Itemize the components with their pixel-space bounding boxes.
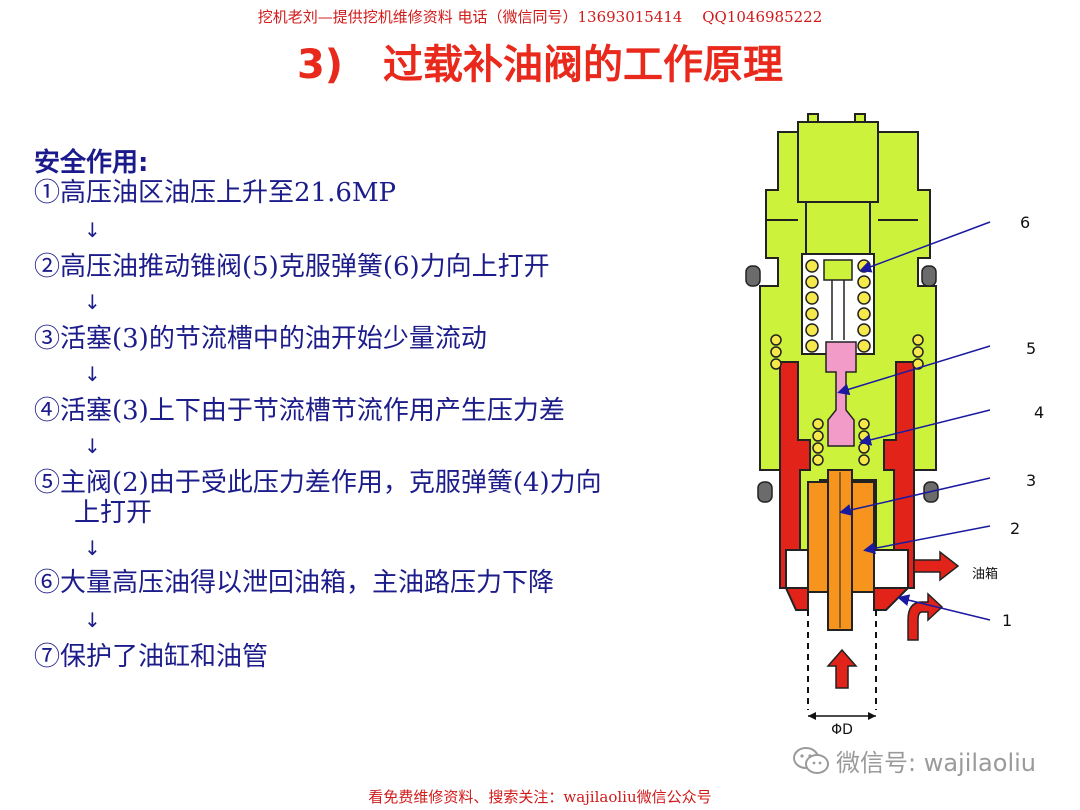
spring-4 bbox=[812, 418, 870, 466]
step-1: ①高压油区油压上升至21.6MP bbox=[34, 178, 397, 208]
down-arrow-icon: ↓ bbox=[84, 290, 101, 314]
step-5-continued: 上打开 bbox=[74, 498, 153, 528]
down-arrow-icon: ↓ bbox=[84, 608, 101, 632]
tank-label: 油箱 bbox=[972, 566, 998, 582]
header-note: 挖机老刘—提供挖机维修资料 电话（微信同号）13693015414 QQ1046… bbox=[257, 8, 823, 26]
down-arrow-icon: ↓ bbox=[84, 362, 101, 386]
down-arrow-icon: ↓ bbox=[84, 536, 101, 560]
seat-1 bbox=[784, 587, 809, 611]
step-7: ⑦保护了油缸和油管 bbox=[34, 642, 269, 672]
part-label-1: 1 bbox=[1002, 611, 1012, 630]
part-label-2: 2 bbox=[1010, 519, 1020, 538]
valve-diagram: ΦD 油箱 6 5 4 3 2 1 bbox=[745, 113, 1044, 735]
part-label-4: 4 bbox=[1034, 403, 1044, 422]
wechat-icon bbox=[793, 746, 829, 774]
page-title: 3) 过载补油阀的工作原理 bbox=[296, 42, 784, 88]
step-5: ⑤主阀(2)由于受此压力差作用，克服弹簧(4)力向 bbox=[34, 468, 602, 498]
watermark: 微信号: wajilaoliu bbox=[792, 743, 1036, 778]
watermark-text: 微信号: wajilaoliu bbox=[836, 749, 1036, 777]
part-label-6: 6 bbox=[1020, 213, 1030, 232]
flow-up-arrow bbox=[826, 648, 858, 689]
down-arrow-icon: ↓ bbox=[84, 434, 101, 458]
main-valve-sleeve bbox=[779, 361, 811, 589]
step-6: ⑥大量高压油得以泄回油箱，主油路压力下降 bbox=[34, 568, 555, 598]
step-2: ②高压油推动锥阀(5)克服弹簧(6)力向上打开 bbox=[34, 252, 550, 282]
part-label-3: 3 bbox=[1026, 471, 1036, 490]
part-label-5: 5 bbox=[1026, 339, 1036, 358]
section-heading: 安全作用: bbox=[34, 148, 149, 178]
spring-6 bbox=[805, 259, 871, 353]
diameter-label: ΦD bbox=[831, 722, 853, 735]
flow-out-arrow bbox=[913, 550, 960, 582]
down-arrow-icon: ↓ bbox=[84, 218, 101, 242]
footer: 看免费维修资料、搜索关注：wajilaoliu微信公众号 bbox=[368, 788, 712, 806]
step-3: ③活塞(3)的节流槽中的油开始少量流动 bbox=[34, 324, 487, 354]
step-4: ④活塞(3)上下由于节流槽节流作用产生压力差 bbox=[34, 396, 565, 426]
